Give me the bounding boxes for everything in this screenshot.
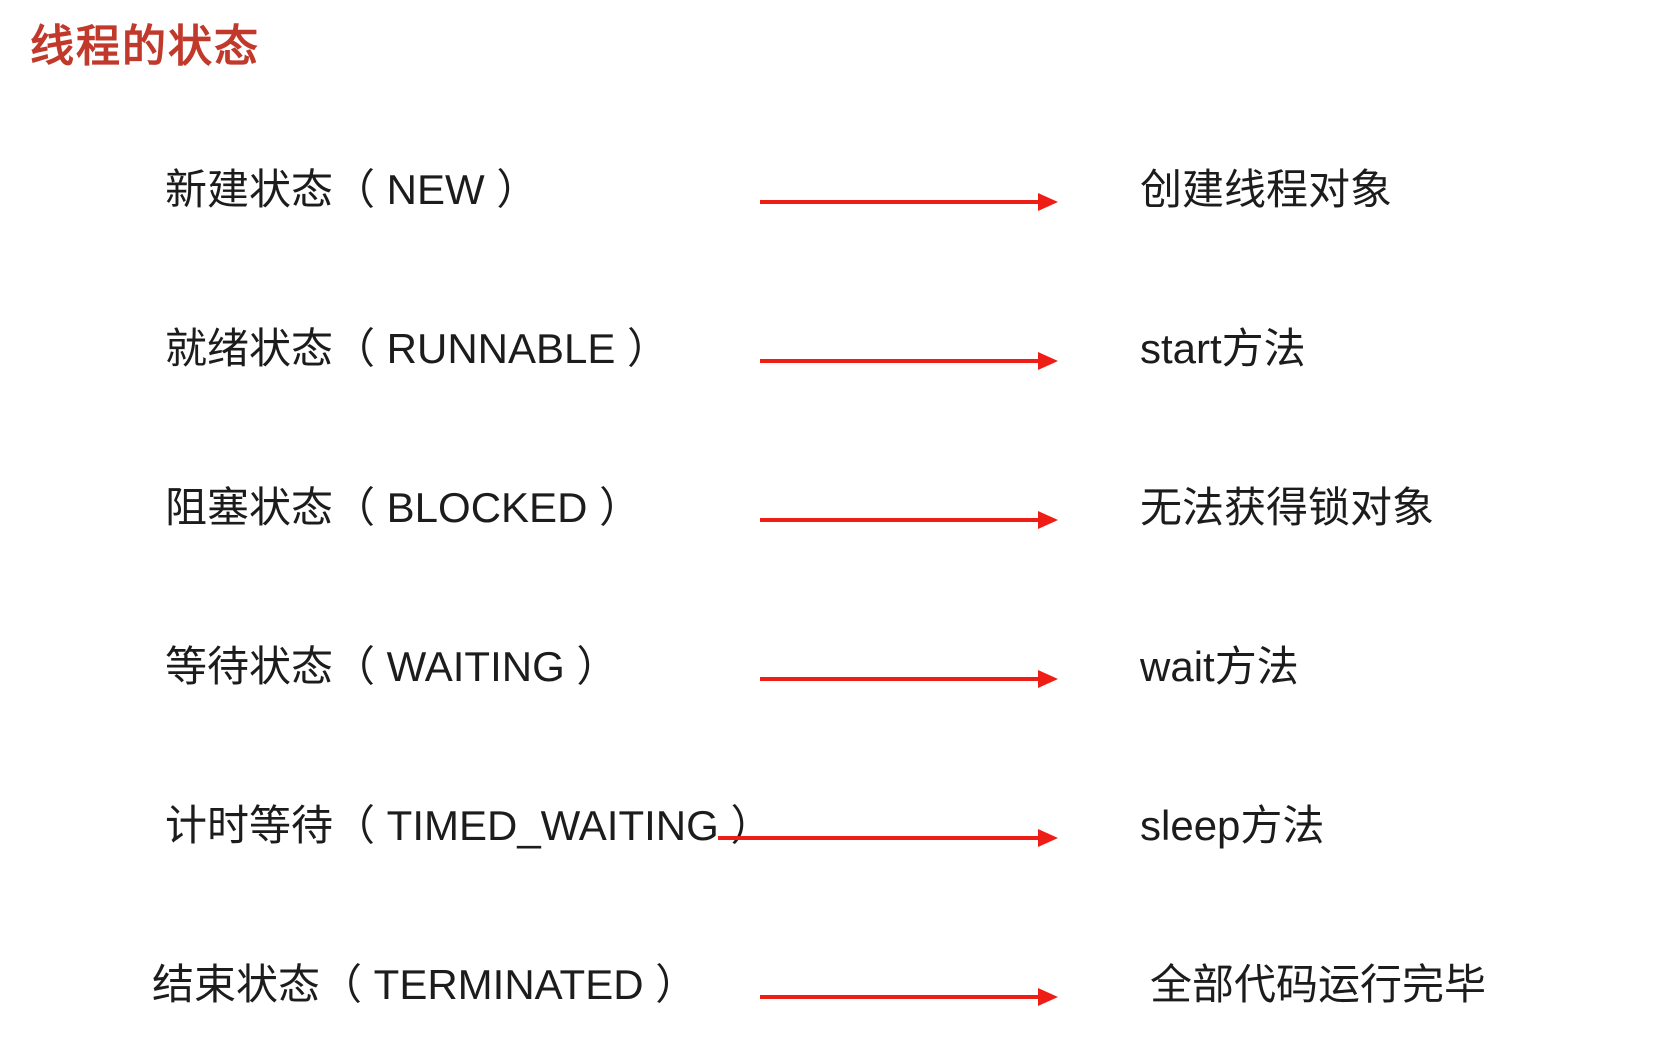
result-label: start方法 [1140,325,1306,372]
arrow-head-icon [1038,511,1058,529]
state-row-timed-waiting: 计时等待（ TIMED_WAITING ） sleep方法 [0,796,1665,856]
arrow-line [760,359,1042,363]
arrow-head-icon [1038,829,1058,847]
right-arrow-icon [718,829,1058,847]
arrow-line [760,995,1042,999]
right-arrow-icon [760,193,1058,211]
result-label: 创建线程对象 [1140,166,1393,213]
result-label: sleep方法 [1140,802,1325,849]
result-label: wait方法 [1140,643,1299,690]
arrow-head-icon [1038,352,1058,370]
result-label: 无法获得锁对象 [1140,484,1435,531]
arrow-line [760,677,1042,681]
right-arrow-icon [760,511,1058,529]
right-arrow-icon [760,670,1058,688]
arrow-line [760,200,1042,204]
state-row-new: 新建状态（ NEW ） 创建线程对象 [0,160,1665,220]
right-arrow-icon [760,352,1058,370]
arrow-line [760,518,1042,522]
arrow-head-icon [1038,988,1058,1006]
state-row-blocked: 阻塞状态（ BLOCKED ） 无法获得锁对象 [0,478,1665,538]
arrow-head-icon [1038,193,1058,211]
state-row-waiting: 等待状态（ WAITING ） wait方法 [0,637,1665,697]
state-label: 结束状态（ TERMINATED ） [152,961,698,1008]
result-label: 全部代码运行完毕 [1150,961,1487,1008]
state-label: 计时等待（ TIMED_WAITING ） [165,802,773,849]
state-row-runnable: 就绪状态（ RUNNABLE ） start方法 [0,319,1665,379]
state-label: 阻塞状态（ BLOCKED ） [165,484,642,531]
arrow-line [718,836,1042,840]
page-title: 线程的状态 [30,22,260,71]
arrow-head-icon [1038,670,1058,688]
right-arrow-icon [760,988,1058,1006]
state-label: 新建状态（ NEW ） [165,166,539,213]
state-row-terminated: 结束状态（ TERMINATED ） 全部代码运行完毕 [0,955,1665,1015]
state-label: 就绪状态（ RUNNABLE ） [165,325,670,372]
state-label: 等待状态（ WAITING ） [165,643,619,690]
